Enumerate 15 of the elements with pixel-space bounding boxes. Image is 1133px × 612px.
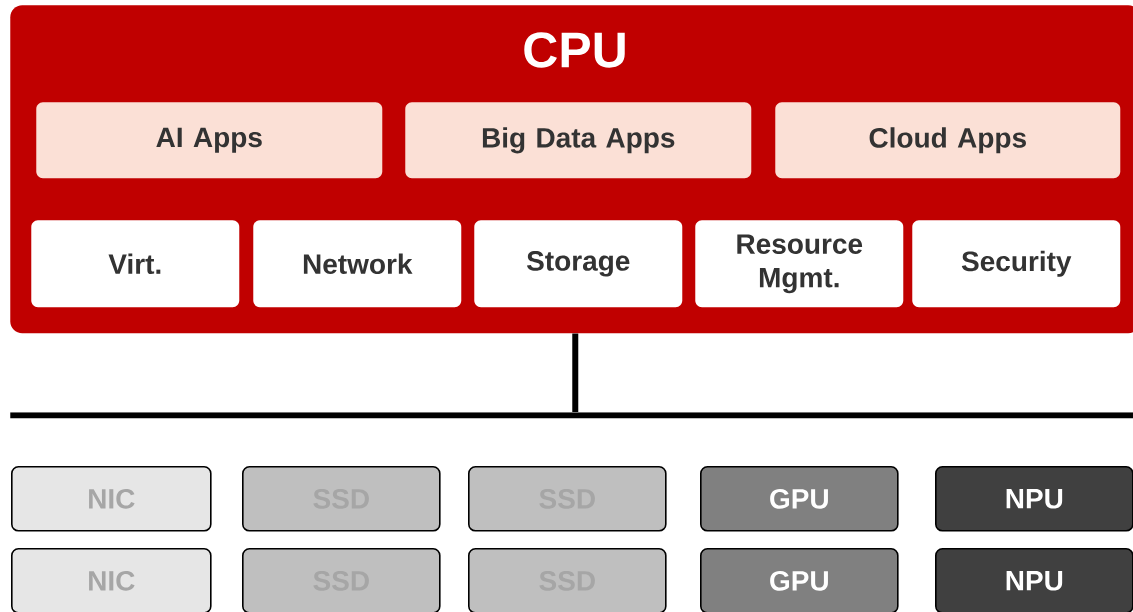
device-box: NIC <box>11 466 212 532</box>
service-box: Virt. <box>31 220 240 308</box>
service-box: Storage <box>474 220 683 308</box>
device-box: NPU <box>935 466 1133 532</box>
service-box: Security <box>912 220 1121 308</box>
device-box: NIC <box>11 548 212 612</box>
service-box: Resource Mgmt. <box>695 220 904 308</box>
app-box: Big Data Apps <box>405 102 752 179</box>
app-box: Cloud Apps <box>775 102 1121 179</box>
bus-line <box>10 412 1133 419</box>
service-box: Network <box>253 220 462 308</box>
device-box: GPU <box>700 548 899 612</box>
device-box: NPU <box>935 548 1133 612</box>
app-box: AI Apps <box>36 102 383 179</box>
device-box: GPU <box>700 466 899 532</box>
